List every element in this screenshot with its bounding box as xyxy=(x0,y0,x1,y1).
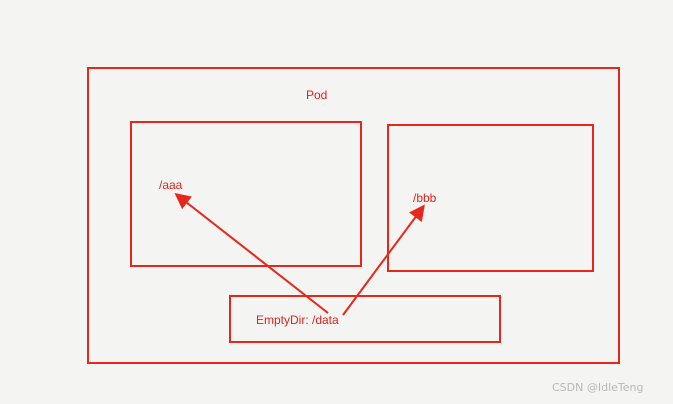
container-2-path-label: /bbb xyxy=(413,191,437,205)
container-box-2 xyxy=(387,124,594,272)
mount-arrow-to-aaa xyxy=(174,193,329,314)
emptydir-volume-box xyxy=(229,295,501,343)
container-1-path-label: /aaa xyxy=(159,178,183,192)
pod-box xyxy=(87,67,620,364)
emptydir-volume-label: EmptyDir: /data xyxy=(256,313,339,327)
container-box-1 xyxy=(130,121,362,267)
mount-arrow-to-bbb xyxy=(342,204,425,316)
watermark-text: CSDN @IdleTeng xyxy=(552,381,643,394)
pod-label: Pod xyxy=(306,88,327,102)
